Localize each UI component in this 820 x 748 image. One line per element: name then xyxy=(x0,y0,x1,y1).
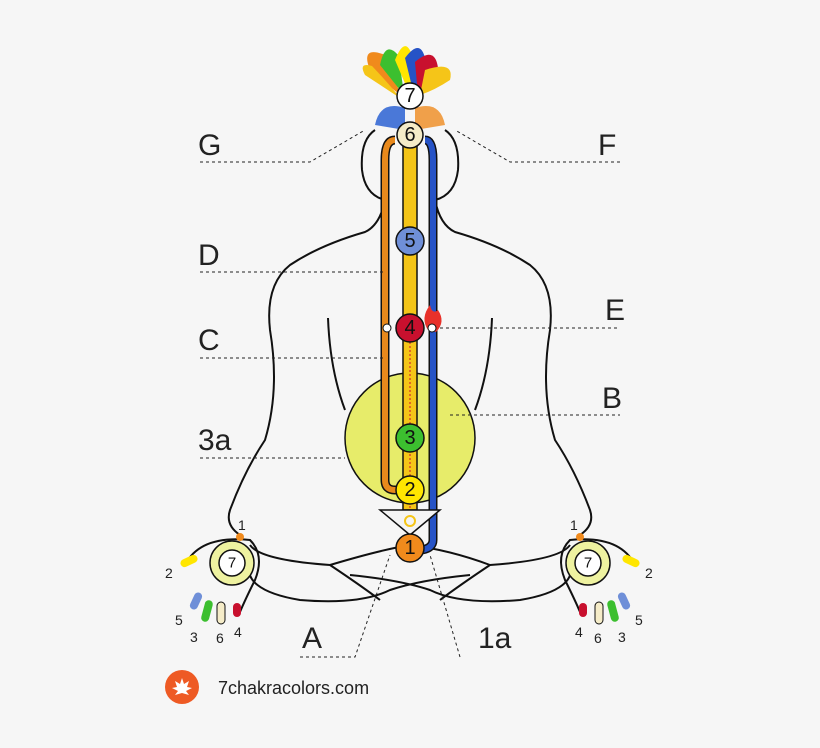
label-3a: 3a xyxy=(198,424,232,457)
right-hand-label-3: 3 xyxy=(618,629,626,645)
chakra-7: 7 xyxy=(396,82,424,110)
left-hand-center-number: 7 xyxy=(228,555,236,572)
label-E: E xyxy=(605,294,625,327)
body-outline xyxy=(227,129,593,603)
chakra-4: 4 xyxy=(395,313,425,343)
label-C: C xyxy=(198,324,220,357)
right-hand-label-5: 5 xyxy=(635,612,643,628)
third-eye-petals-icon xyxy=(375,106,445,130)
label-F: F xyxy=(598,129,616,162)
root-triangle xyxy=(377,509,443,536)
lotus-icon xyxy=(362,46,451,98)
right-hand: 7 1 2 3 4 5 6 xyxy=(560,517,653,646)
right-hand-label-2: 2 xyxy=(645,565,653,581)
svg-text:1: 1 xyxy=(404,537,415,559)
brand-logo-icon xyxy=(165,670,199,704)
left-hand-label-3: 3 xyxy=(190,629,198,645)
pingala-channel xyxy=(421,137,436,553)
chakra-6: 6 xyxy=(396,121,424,149)
chakra-1: 1 xyxy=(395,533,425,563)
svg-text:4: 4 xyxy=(404,317,415,339)
label-A: A xyxy=(302,622,322,655)
leader-lines xyxy=(200,129,620,658)
left-hand-label-5: 5 xyxy=(175,612,183,628)
svg-text:2: 2 xyxy=(404,479,415,501)
left-hand-label-6: 6 xyxy=(216,630,224,646)
right-hand-label-4: 4 xyxy=(575,624,583,640)
label-B: B xyxy=(602,382,622,415)
ida-channel xyxy=(382,137,405,493)
left-hand-label-2: 2 xyxy=(165,565,173,581)
left-hand: 7 1 2 3 4 5 6 xyxy=(165,517,260,646)
right-hand-center-number: 7 xyxy=(584,555,592,572)
svg-text:5: 5 xyxy=(404,230,415,252)
right-hand-label-6: 6 xyxy=(594,630,602,646)
svg-text:3: 3 xyxy=(404,427,415,449)
right-hand-label-1: 1 xyxy=(570,517,578,533)
nadi-channels xyxy=(380,129,438,555)
svg-text:7: 7 xyxy=(404,85,415,107)
label-1a: 1a xyxy=(478,622,512,655)
chakra-2: 2 xyxy=(395,475,425,505)
chakra-3: 3 xyxy=(395,423,425,453)
label-G: G xyxy=(198,129,221,162)
svg-text:6: 6 xyxy=(404,124,415,146)
left-hand-label-4: 4 xyxy=(234,624,242,640)
chakra-5: 5 xyxy=(395,226,425,256)
brand-text[interactable]: 7chakracolors.com xyxy=(218,678,370,698)
label-D: D xyxy=(198,239,220,272)
left-hand-label-1: 1 xyxy=(238,517,246,533)
